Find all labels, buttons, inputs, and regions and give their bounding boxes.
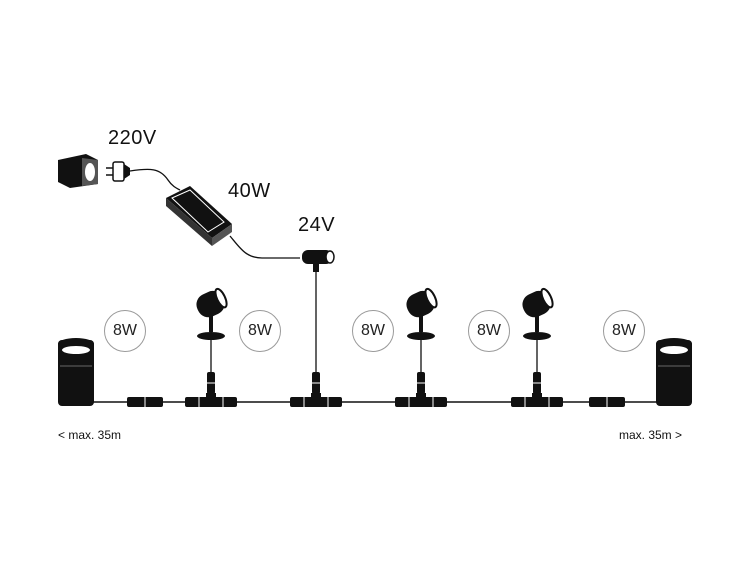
inline-connector-icon <box>533 372 541 394</box>
inline-connector-icon <box>207 372 215 394</box>
inline-connector-icon <box>417 372 425 394</box>
mains-voltage-label: 220V <box>108 127 157 149</box>
spotlight-icon <box>522 287 554 372</box>
bollard-light-icon <box>58 338 94 406</box>
t-connector-icon <box>290 393 342 407</box>
wattage-badge: 8W <box>468 310 510 352</box>
max-distance-right-label: max. 35m > <box>619 428 683 442</box>
system-voltage-label: 24V <box>298 214 336 236</box>
max-distance-left-label: < max. 35m <box>58 428 122 442</box>
wattage-badge: 8W <box>239 310 281 352</box>
spotlight-icon <box>406 287 438 372</box>
mains-cable <box>129 168 181 191</box>
low-voltage-cable <box>229 235 300 259</box>
inline-connector-icon <box>589 397 625 407</box>
wattage-badge: 8W <box>603 310 645 352</box>
inline-connector-icon <box>312 372 320 394</box>
t-connector-icon <box>511 393 563 407</box>
t-connector-icon <box>395 393 447 407</box>
bollard-light-icon <box>656 338 692 406</box>
t-connector-icon <box>185 393 237 407</box>
cable-connector-icon <box>302 250 335 272</box>
wattage-badge: 8W <box>352 310 394 352</box>
wattage-badge: 8W <box>104 310 146 352</box>
power-plug-icon <box>106 161 130 182</box>
power-adapter-icon <box>166 186 232 246</box>
wall-socket-icon <box>58 154 98 188</box>
adapter-power-label: 40W <box>228 180 271 202</box>
spotlight-icon <box>196 287 228 372</box>
inline-connector-icon <box>127 397 163 407</box>
